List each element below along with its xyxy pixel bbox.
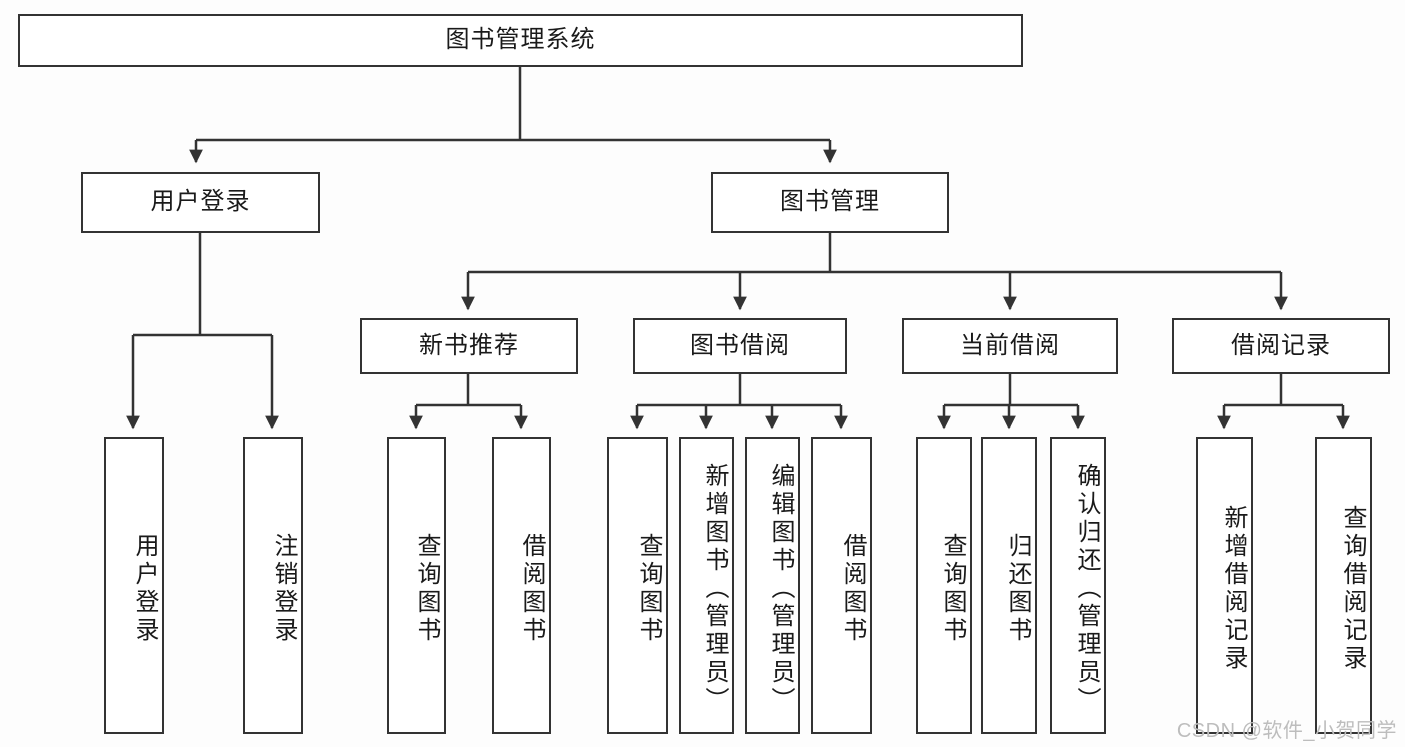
node-root[interactable]: 图书管理系统 xyxy=(18,14,1023,67)
node-user-login[interactable]: 用户登录 xyxy=(81,172,320,233)
leaf-new-book-recommend-1[interactable]: 查询图书 xyxy=(387,437,446,734)
leaf-book-borrow-1[interactable]: 查询图书 xyxy=(607,437,668,734)
node-new-book-recommend-label: 新书推荐 xyxy=(419,331,519,359)
watermark-text: CSDN @软件_小贺同学 xyxy=(1176,720,1397,742)
node-book-borrow[interactable]: 图书借阅 xyxy=(633,318,847,374)
leaf-book-borrow-1-label: 查询图书 xyxy=(635,532,662,645)
node-new-book-recommend[interactable]: 新书推荐 xyxy=(360,318,578,374)
leaf-book-borrow-3[interactable]: 编辑图书（管理员） xyxy=(745,437,800,734)
leaf-new-book-recommend-2[interactable]: 借阅图书 xyxy=(492,437,551,734)
leaf-current-borrow-3-label: 确认归还（管理员） xyxy=(1073,462,1100,715)
leaf-user-login-1-label: 用户登录 xyxy=(131,532,158,645)
leaf-book-borrow-4-label: 借阅图书 xyxy=(839,532,866,645)
node-borrow-records[interactable]: 借阅记录 xyxy=(1172,318,1390,374)
leaf-current-borrow-3[interactable]: 确认归还（管理员） xyxy=(1050,437,1106,734)
node-book-manage[interactable]: 图书管理 xyxy=(711,172,949,233)
leaf-current-borrow-1[interactable]: 查询图书 xyxy=(916,437,972,734)
leaf-current-borrow-2[interactable]: 归还图书 xyxy=(981,437,1037,734)
leaf-book-borrow-2-label: 新增图书（管理员） xyxy=(701,462,728,715)
leaf-borrow-records-1[interactable]: 新增借阅记录 xyxy=(1196,437,1253,734)
leaf-borrow-records-1-label: 新增借阅记录 xyxy=(1220,504,1247,673)
leaf-user-login-2-label: 注销登录 xyxy=(270,532,297,645)
node-current-borrow-label: 当前借阅 xyxy=(960,331,1060,359)
leaf-book-borrow-4[interactable]: 借阅图书 xyxy=(811,437,872,734)
node-book-borrow-label: 图书借阅 xyxy=(690,331,790,359)
leaf-borrow-records-2-label: 查询借阅记录 xyxy=(1339,504,1366,673)
node-borrow-records-label: 借阅记录 xyxy=(1231,331,1331,359)
leaf-current-borrow-1-label: 查询图书 xyxy=(939,532,966,645)
leaf-new-book-recommend-1-label: 查询图书 xyxy=(413,532,440,645)
node-root-label: 图书管理系统 xyxy=(445,26,596,54)
node-book-manage-label: 图书管理 xyxy=(780,188,880,216)
leaf-book-borrow-3-label: 编辑图书（管理员） xyxy=(767,462,794,715)
leaf-book-borrow-2[interactable]: 新增图书（管理员） xyxy=(679,437,734,734)
node-user-login-label: 用户登录 xyxy=(150,188,251,216)
leaf-current-borrow-2-label: 归还图书 xyxy=(1004,532,1031,645)
leaf-borrow-records-2[interactable]: 查询借阅记录 xyxy=(1315,437,1372,734)
node-current-borrow[interactable]: 当前借阅 xyxy=(902,318,1118,374)
leaf-user-login-2[interactable]: 注销登录 xyxy=(243,437,303,734)
leaf-user-login-1[interactable]: 用户登录 xyxy=(104,437,164,734)
leaf-new-book-recommend-2-label: 借阅图书 xyxy=(518,532,545,645)
